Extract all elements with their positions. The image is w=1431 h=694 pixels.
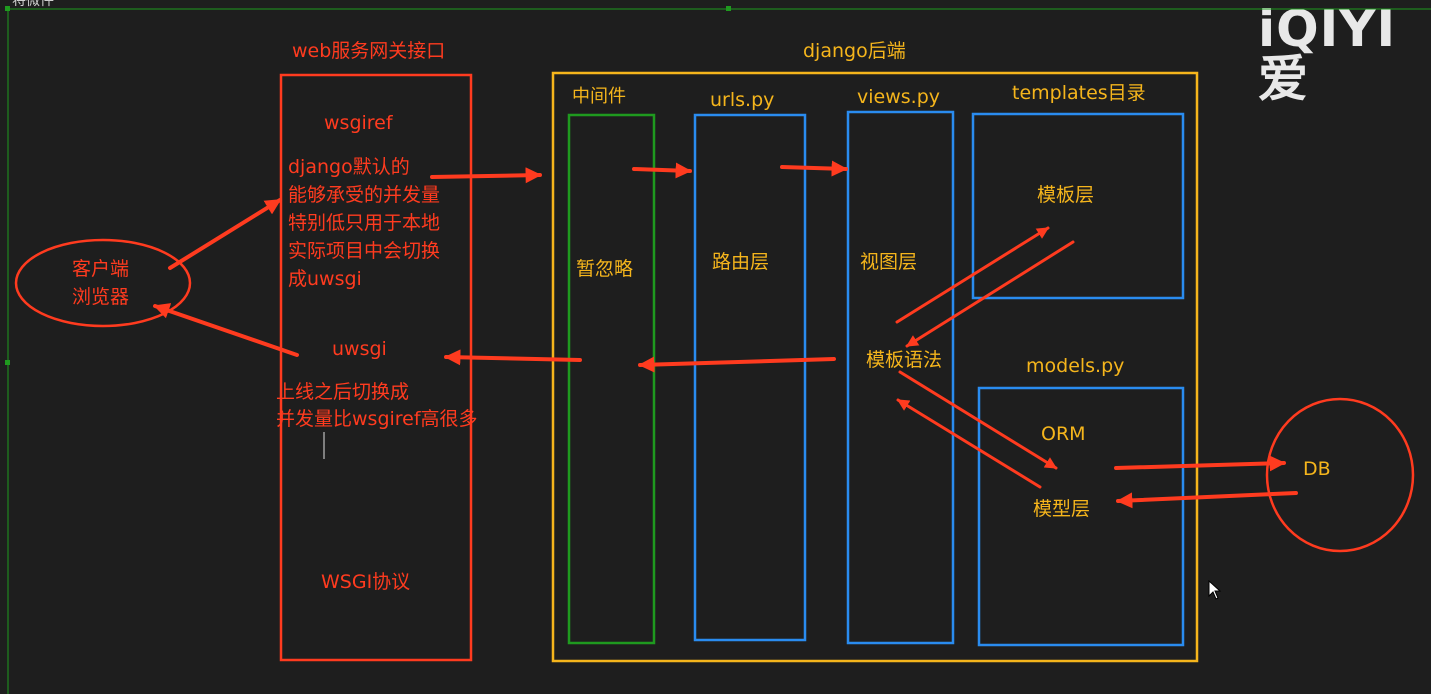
middleware-title: 中间件 <box>572 86 626 107</box>
models-box <box>977 386 1185 647</box>
client-ellipse <box>14 238 192 328</box>
caption-text: 将微件 <box>12 0 54 9</box>
gateway-note-line4: 实际项目中会切换 <box>288 240 441 262</box>
arrow-models-to-db <box>1114 455 1286 472</box>
db-label: DB <box>1303 458 1331 480</box>
mouse-pointer-icon <box>1208 580 1222 600</box>
views-title: views.py <box>857 86 940 108</box>
templates-body: 模板层 <box>1037 184 1095 206</box>
wsgi-protocol-label: WSGI协议 <box>321 571 411 593</box>
urls-title: urls.py <box>710 89 775 111</box>
gateway-box <box>279 73 473 662</box>
orm-label: ORM <box>1041 423 1086 445</box>
gateway-note-line5: 成uwsgi <box>288 268 362 290</box>
gateway-note-line3: 特别低只用于本地 <box>288 212 441 234</box>
arrow-backend-to-gateway <box>444 349 582 366</box>
wsgiref-label: wsgiref <box>324 112 393 134</box>
views-body: 视图层 <box>860 251 918 273</box>
client-label-line1: 客户端 <box>72 258 130 280</box>
arrow-urls-to-views <box>780 160 848 177</box>
views-box <box>846 110 955 645</box>
gateway-note-line2: 能够承受的并发量 <box>288 184 441 206</box>
gateway-note-line1: django默认的 <box>288 156 410 178</box>
arrow-templates-to-views <box>905 240 1075 348</box>
templates-box <box>971 112 1185 300</box>
uwsgi-note-line2: 并发量比wsgiref高很多 <box>276 408 478 430</box>
gateway-title: web服务网关接口 <box>292 40 446 62</box>
arrow-middleware-to-urls <box>632 162 692 179</box>
db-circle <box>1265 397 1415 553</box>
uwsgi-label: uwsgi <box>332 338 387 360</box>
arrow-views-to-models <box>898 370 1058 470</box>
uwsgi-note-line1: 上线之后切换成 <box>276 381 410 403</box>
arrow-client-to-gateway <box>168 198 282 270</box>
arrow-views-to-templates <box>895 226 1050 324</box>
urls-body: 路由层 <box>712 251 770 273</box>
models-title: models.py <box>1026 355 1125 377</box>
iqiyi-watermark-logo: iQIYI 爱 <box>1258 0 1397 108</box>
templates-title: templates目录 <box>1012 82 1146 104</box>
django-backend-title: django后端 <box>803 40 906 62</box>
middleware-box <box>567 113 656 645</box>
selection-frame <box>5 6 1431 694</box>
urls-box <box>693 113 807 642</box>
arrow-models-to-views <box>896 398 1042 489</box>
arrow-views-to-middleware <box>638 356 836 373</box>
middleware-body: 暂忽略 <box>576 258 634 280</box>
arrow-gateway-to-client <box>153 303 299 357</box>
arrow-gateway-to-backend <box>430 167 542 184</box>
models-body: 模型层 <box>1033 498 1091 520</box>
arrow-db-to-models <box>1116 491 1298 509</box>
django-backend-box <box>551 71 1199 663</box>
template-syntax-label: 模板语法 <box>866 349 943 371</box>
client-label-line2: 浏览器 <box>72 286 130 308</box>
